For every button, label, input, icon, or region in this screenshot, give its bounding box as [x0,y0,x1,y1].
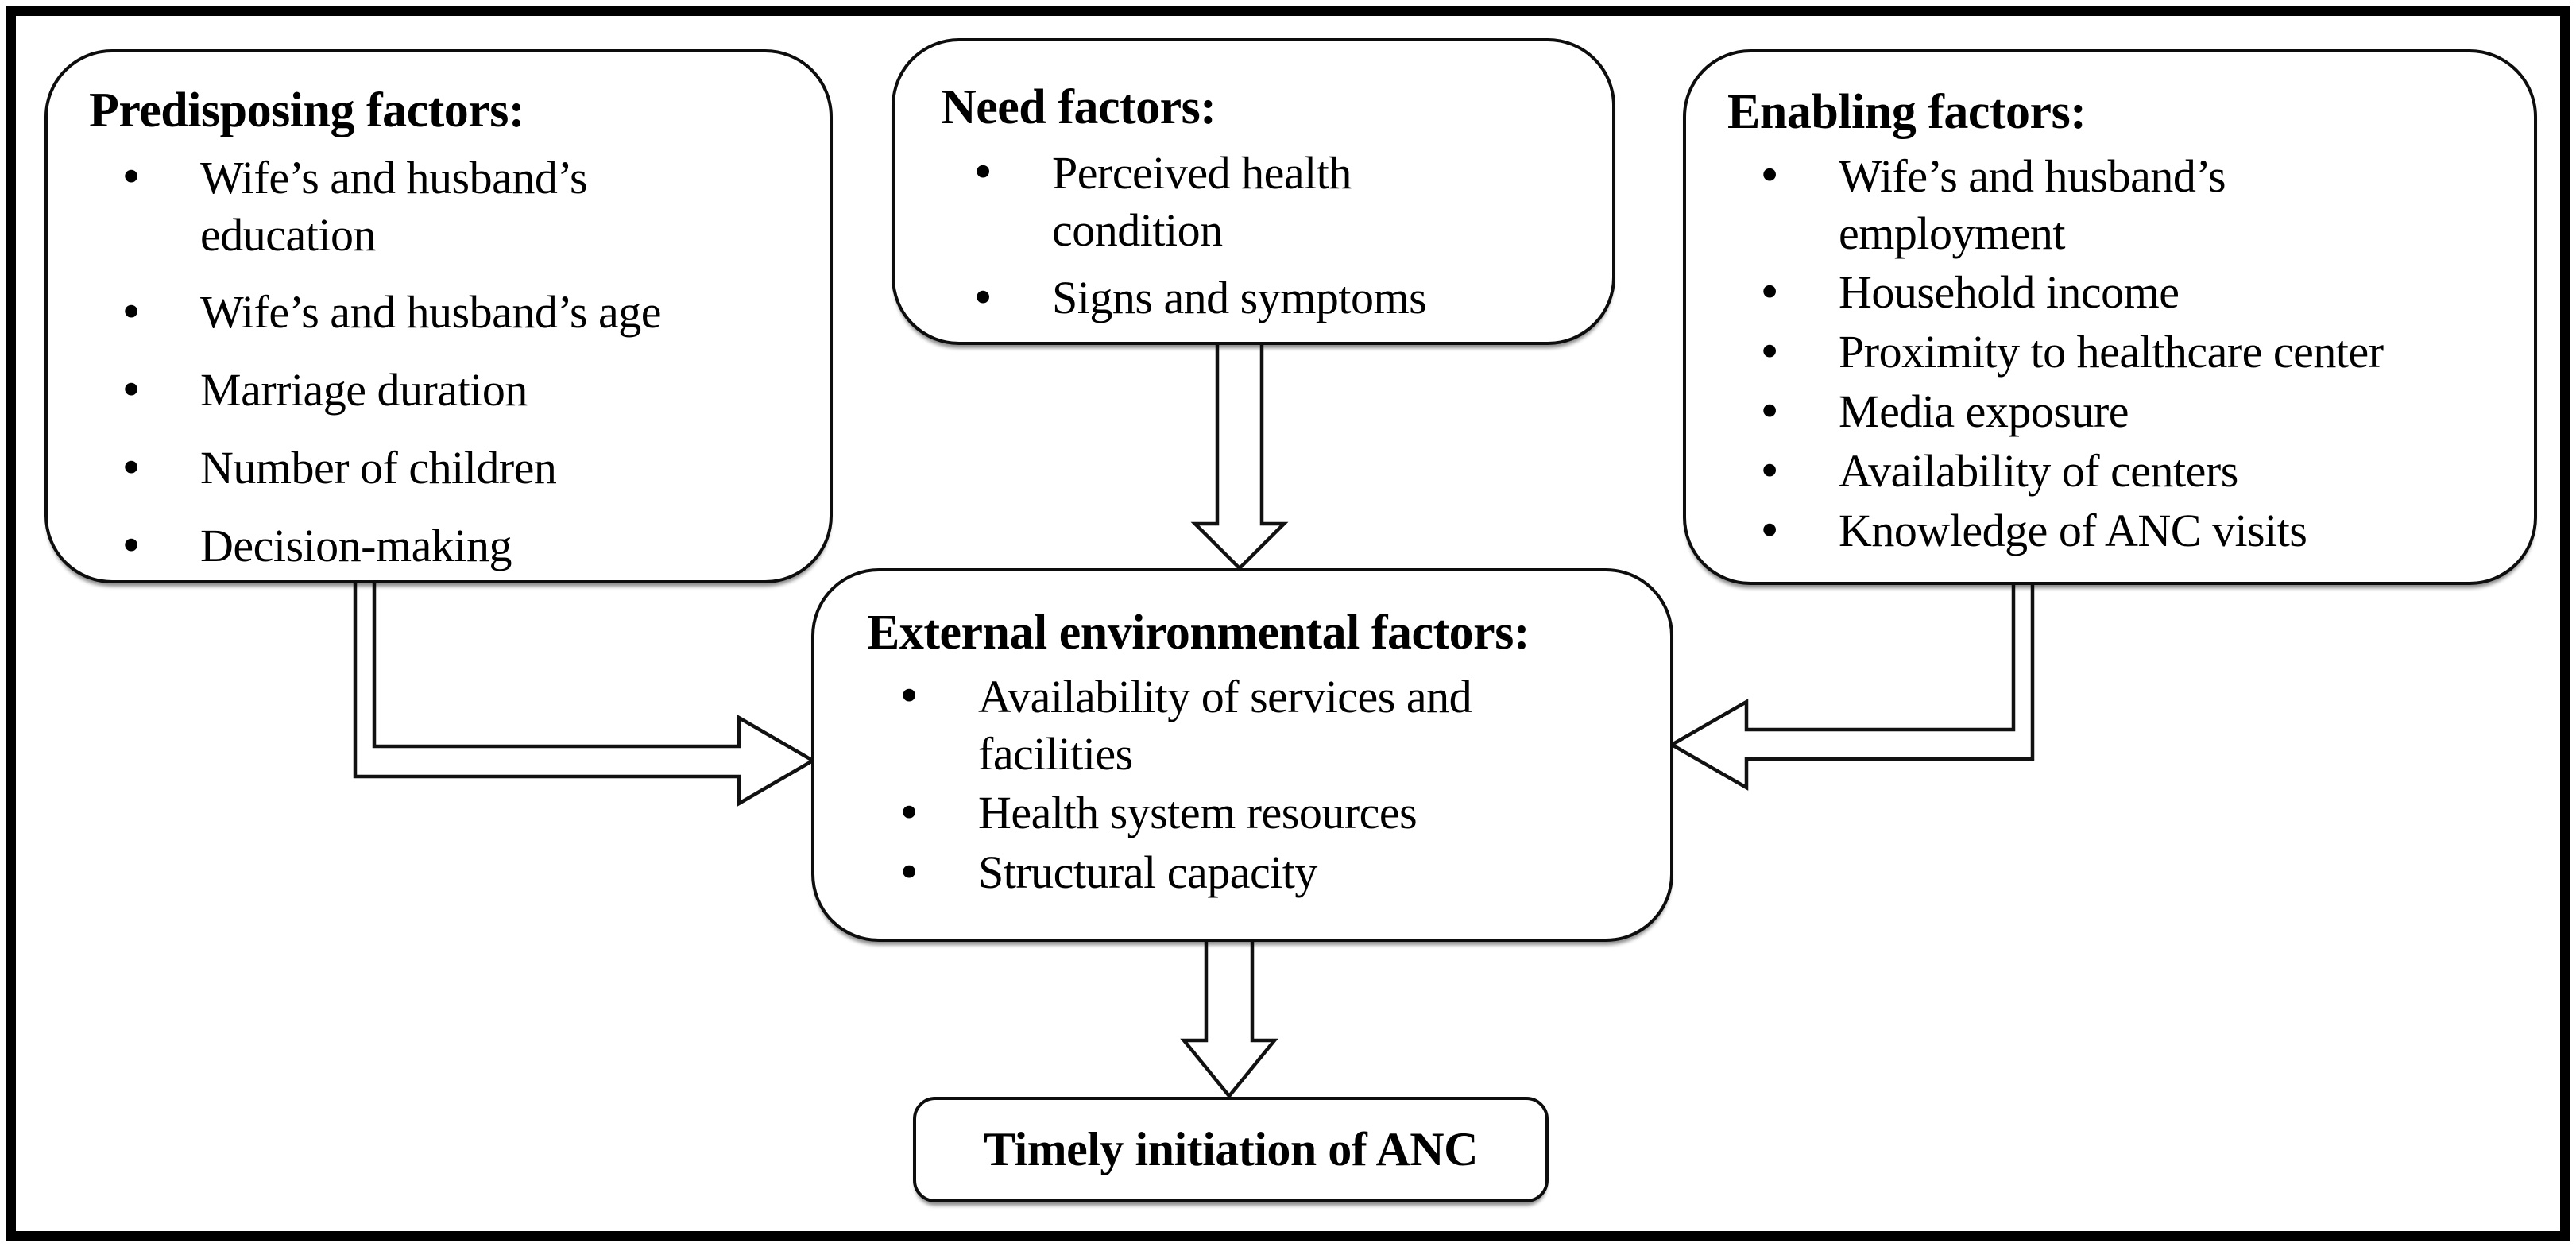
list-item: Proximity to healthcare center [1747,323,2518,381]
external-environmental-factors-box: External environmental factors: Availabi… [811,568,1673,942]
arrow-enabling-to-external [1668,578,2035,791]
list-item: Marriage duration [109,361,799,419]
bullet-list: Availability of services and facilitiesH… [867,667,1648,902]
box-title: Predisposing factors: [89,83,525,137]
bullet-list: Perceived health conditionSigns and symp… [941,143,1588,327]
arrow-need-to-external [1190,338,1289,571]
box-title: External environmental factors: [867,606,1530,660]
bullet-list: Wife’s and husband’s employmentHousehold… [1727,146,2518,560]
list-item: Health system resources [887,784,1648,842]
list-item: Knowledge of ANC visits [1747,502,2518,560]
outcome-label: Timely initiation of ANC [984,1123,1478,1175]
list-item: Number of children [109,439,799,497]
list-item: Availability of services and facilities [887,667,1648,783]
predisposing-factors-box: Predisposing factors: Wife’s and husband… [44,49,833,583]
box-title: Need factors: [941,80,1216,134]
list-item: Wife’s and husband’s education [109,148,799,264]
list-item: Availability of centers [1747,442,2518,500]
list-item: Wife’s and husband’s age [109,283,799,341]
list-item: Decision-making [109,517,799,575]
outcome-box: Timely initiation of ANC [913,1097,1549,1202]
box-title: Enabling factors: [1727,85,2087,139]
list-item: Household income [1747,263,2518,321]
bullet-list: Wife’s and husband’s educationWife’s and… [89,148,799,575]
arrow-predisposing-to-external [353,576,817,807]
list-item: Signs and symptoms [961,269,1588,327]
list-item: Perceived health condition [961,143,1588,259]
list-item: Structural capacity [887,843,1648,901]
list-item: Wife’s and husband’s employment [1747,146,2518,262]
need-factors-box: Need factors: Perceived health condition… [892,38,1615,345]
list-item: Media exposure [1747,382,2518,440]
enabling-factors-box: Enabling factors: Wife’s and husband’s e… [1683,49,2537,585]
arrow-external-to-outcome [1180,934,1278,1099]
